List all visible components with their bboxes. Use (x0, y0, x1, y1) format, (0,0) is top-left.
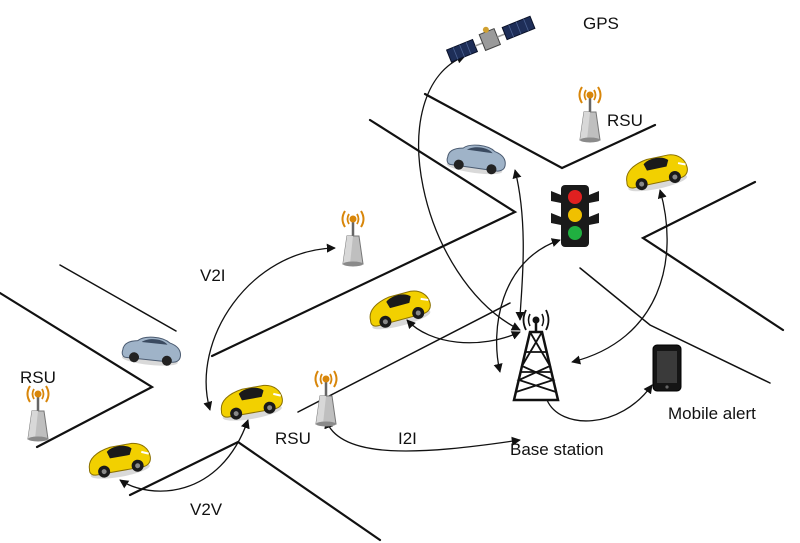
base-station-to-right-car-link (571, 189, 668, 365)
i2i-link (324, 419, 521, 452)
i2i-label: I2I (398, 429, 417, 448)
v2v-label: V2V (190, 500, 223, 519)
v2i-label: V2I (200, 266, 226, 285)
sedan-car-icon (120, 333, 183, 369)
sports-car-icon (364, 286, 435, 335)
gps-label: GPS (583, 14, 619, 33)
rsu-left-label: RSU (20, 368, 56, 387)
v2v-link (119, 419, 250, 492)
gps-to-base-station-link (418, 54, 521, 331)
smartphone-icon (652, 344, 682, 392)
traffic-light-icon (551, 185, 599, 247)
rsu-antenna-icon (578, 85, 602, 144)
v2i-link (203, 243, 336, 411)
satellite-icon (445, 15, 536, 63)
sports-car-icon (217, 381, 286, 425)
base-station-to-mobile-link (546, 384, 653, 422)
rsu-antenna-icon (341, 209, 365, 268)
sports-car-icon (85, 439, 154, 483)
base-station-to-car-link (406, 319, 521, 344)
sports-car-icon (621, 150, 692, 196)
base-station-label: Base station (510, 440, 604, 459)
sedan-to-base-station-link (512, 169, 525, 321)
mobile-alert-label: Mobile alert (668, 404, 756, 423)
rsu-antenna-icon (26, 384, 50, 443)
traffic-light-to-base-station-link (493, 238, 561, 373)
rsu-center-label: RSU (275, 429, 311, 448)
communication-links (119, 54, 668, 492)
sedan-car-icon (445, 140, 508, 178)
rsu-antenna-icon (314, 369, 338, 428)
cell-tower-icon (512, 309, 560, 402)
rsu-top-label: RSU (607, 111, 643, 130)
